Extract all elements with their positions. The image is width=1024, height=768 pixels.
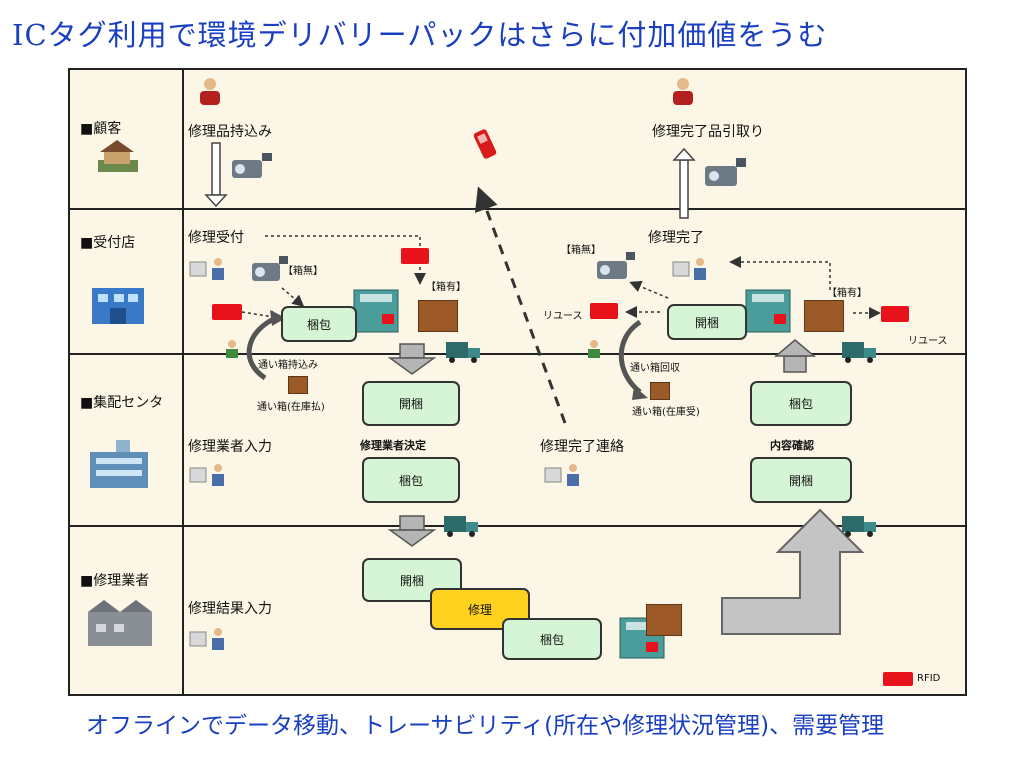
camcorder-icon [252, 256, 288, 281]
footer-caption: オフラインでデータ移動、トレーサビリティ(所在や修理状況管理)、需要管理 [86, 713, 885, 739]
label-repair-done-contact: 修理完了連絡 [540, 439, 624, 455]
rfid-tag [590, 303, 618, 319]
lane-divider [70, 353, 965, 355]
lane-divider [70, 208, 965, 210]
lane-divider [70, 525, 965, 527]
label-no-box-left: 【箱無】 [283, 266, 323, 277]
up-block-arrow [773, 339, 817, 373]
label-repair-done: 修理完了 [648, 230, 704, 246]
lane-label-repairer: ■修理業者 [80, 573, 150, 589]
worker-icon [588, 340, 600, 358]
camcorder-dotted-line [629, 280, 669, 299]
camcorder-icon [705, 158, 746, 186]
camcorder-icon [597, 252, 635, 279]
workstation-person-icon [189, 258, 224, 280]
lane-label-customer: ■顧客 [80, 121, 122, 137]
label-reception: 修理受付 [188, 230, 244, 246]
workstation-person-icon [672, 258, 706, 280]
label-repairer-decided: 修理業者決定 [360, 439, 426, 452]
label-pickup: 修理完了品引取り [652, 124, 764, 140]
label-repair-result-input: 修理結果入力 [188, 601, 272, 617]
label-has-box-right: 【箱有】 [827, 288, 867, 299]
label-column-divider [182, 70, 184, 694]
to-pack-dotted-line [281, 287, 305, 307]
workstation-person-icon [189, 464, 224, 486]
repair-contact-dashed-arrow [474, 186, 567, 424]
delivery-pack-icon [745, 289, 791, 333]
workstation-person-icon [189, 628, 224, 650]
label-has-box-left: 【箱有】 [426, 282, 466, 293]
rfid-tag [881, 306, 909, 322]
cardboard-box [646, 604, 682, 636]
unpack-box-center: 開梱 [362, 381, 460, 426]
distribution-center-icon [90, 440, 148, 488]
rfid-tag [212, 304, 242, 320]
rfid-legend-swatch [883, 672, 913, 686]
returnable-box-curve-arrow [246, 315, 278, 381]
label-returnable-stock-out: 通い箱(在庫払) [257, 402, 325, 413]
label-reuse-right: リユース [908, 336, 948, 347]
label-bring-in: 修理品持込み [188, 124, 272, 140]
unpack-box-store: 開梱 [667, 304, 747, 340]
returnable-box [650, 382, 670, 400]
diagram-frame [68, 68, 967, 696]
label-reuse-left: リユース [543, 311, 583, 322]
returnable-box [288, 376, 308, 394]
down-block-arrow [387, 343, 437, 375]
done-dotted-line [729, 256, 831, 290]
returnable-collect-curve-arrow [618, 319, 642, 394]
down-arrow-bring-in [204, 142, 228, 208]
label-no-box-right: 【箱無】 [561, 245, 601, 256]
lane-label-center: ■集配センタ [80, 395, 164, 411]
rfid-tag [401, 248, 429, 264]
label-returnable-bring: 通い箱持込み [258, 360, 318, 371]
lane-label-store: ■受付店 [80, 235, 136, 251]
cardboard-box [418, 300, 458, 332]
pack-box-center-right: 梱包 [750, 381, 852, 426]
unpack-box-center-right: 開梱 [750, 457, 852, 503]
customer-person-icon [673, 78, 693, 105]
large-up-bent-arrow [721, 508, 865, 635]
label-returnable-stock-in: 通い箱(在庫受) [632, 407, 700, 418]
mobile-phone-icon [473, 129, 497, 159]
pack-box-center: 梱包 [362, 457, 460, 503]
cardboard-box [804, 300, 844, 332]
down-block-arrow [387, 515, 437, 547]
label-returnable-collect: 通い箱回収 [630, 363, 680, 374]
label-repairer-input: 修理業者入力 [188, 439, 272, 455]
up-arrow-pickup [672, 147, 696, 219]
pack-box-store: 梱包 [281, 306, 357, 342]
truck-icon [444, 516, 478, 537]
factory-icon [88, 600, 152, 646]
customer-person-icon [200, 78, 220, 105]
worker-icon [226, 340, 238, 358]
house-icon [98, 140, 138, 172]
truck-icon [842, 516, 876, 537]
label-rfid-legend: RFID [917, 673, 941, 684]
workstation-person-icon [544, 464, 579, 486]
truck-icon [842, 342, 876, 363]
camcorder-icon [232, 153, 272, 178]
truck-icon [446, 342, 480, 363]
slide-title: ICタグ利用で環境デリバリーパックはさらに付加価値をうむ [12, 18, 828, 52]
label-content-check: 内容確認 [770, 439, 814, 452]
store-building-icon [92, 288, 144, 324]
delivery-pack-icon [353, 289, 399, 333]
pack-box-repairer: 梱包 [502, 618, 602, 660]
